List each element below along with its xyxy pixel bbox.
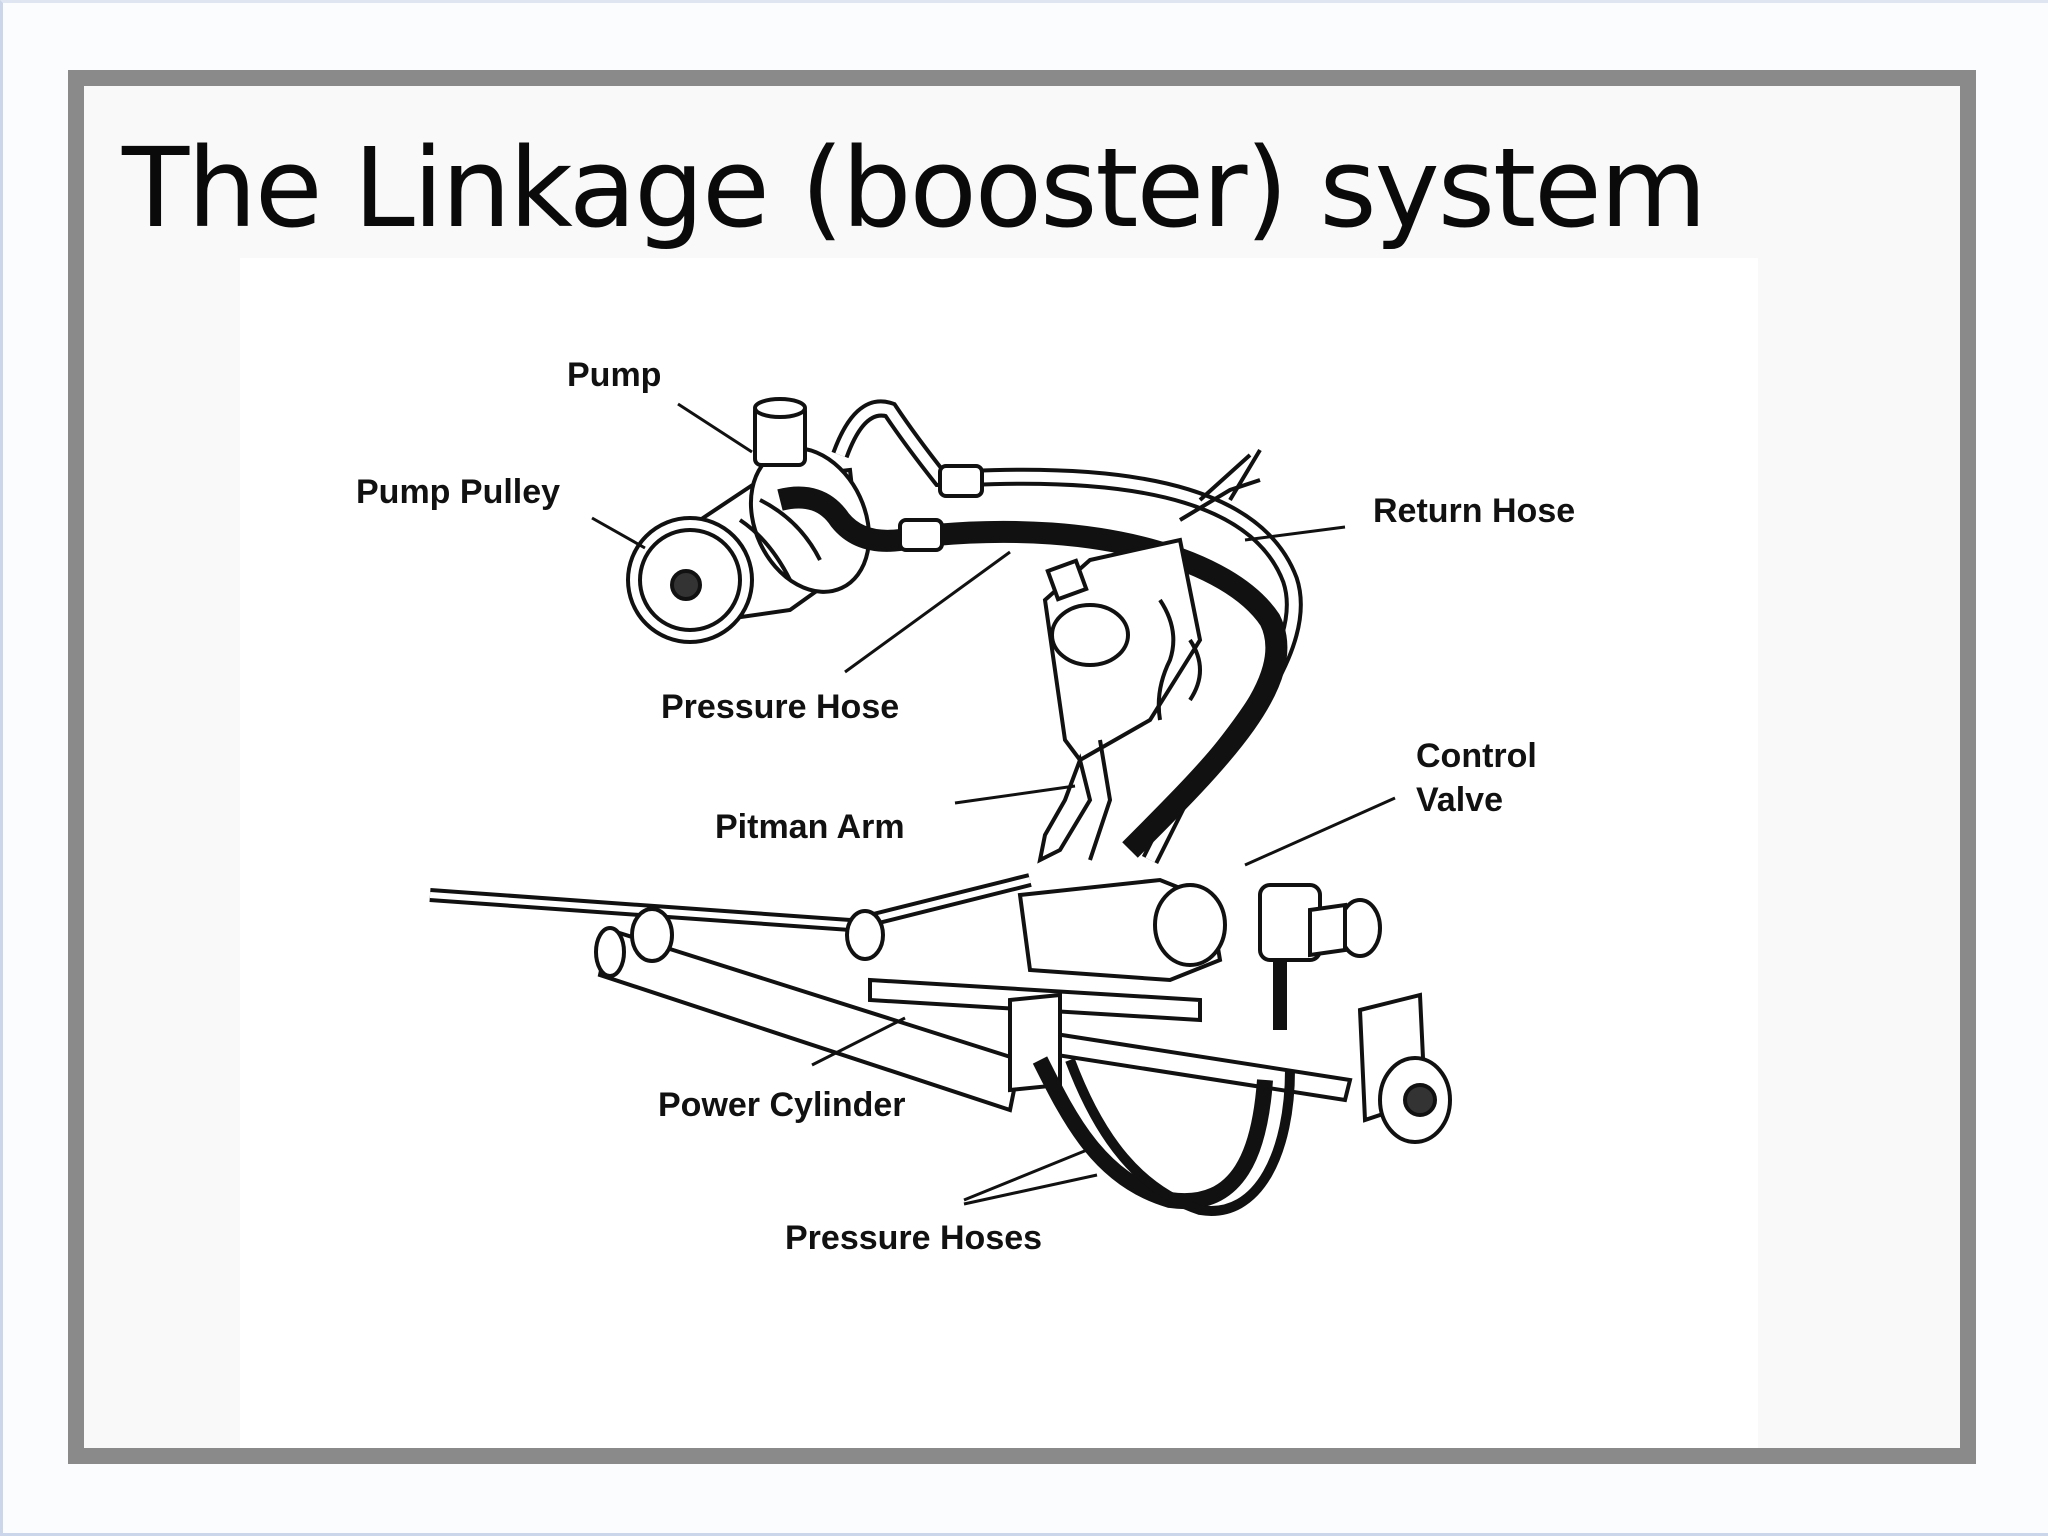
figure-panel bbox=[240, 258, 1758, 1448]
label-control-valve-line2: Valve bbox=[1416, 781, 1503, 819]
label-pump: Pump bbox=[567, 356, 661, 394]
leader-pressure-hoses-upper bbox=[963, 1148, 1088, 1202]
leader-lines bbox=[591, 402, 1396, 1206]
leader-control-valve bbox=[1244, 796, 1396, 867]
pressure-hose-line bbox=[777, 486, 1288, 858]
leader-pressure-hose bbox=[844, 550, 1011, 674]
label-pressure-hose: Pressure Hose bbox=[661, 688, 899, 726]
label-pitman-arm: Pitman Arm bbox=[715, 808, 905, 846]
label-return-hose: Return Hose bbox=[1373, 492, 1575, 530]
pitman-arm-illustration bbox=[1037, 739, 1113, 864]
linkage-rods bbox=[429, 873, 1452, 1144]
label-control-valve-line1: Control bbox=[1416, 737, 1537, 775]
steering-gear-illustration bbox=[1042, 448, 1262, 763]
slide-title: The Linkage (booster) system bbox=[122, 124, 1707, 252]
label-power-cylinder: Power Cylinder bbox=[658, 1086, 906, 1124]
label-pressure-hoses: Pressure Hoses bbox=[785, 1219, 1042, 1257]
lower-pressure-hoses bbox=[1032, 960, 1295, 1216]
leader-pitman-arm bbox=[954, 784, 1076, 805]
label-pump-pulley: Pump Pulley bbox=[356, 473, 560, 511]
leader-pump-pulley bbox=[591, 516, 646, 550]
leader-power-cylinder bbox=[811, 1016, 906, 1067]
leader-return-hose bbox=[1244, 525, 1346, 542]
leader-pump bbox=[677, 402, 753, 454]
leader-pressure-hoses-lower bbox=[963, 1173, 1098, 1206]
